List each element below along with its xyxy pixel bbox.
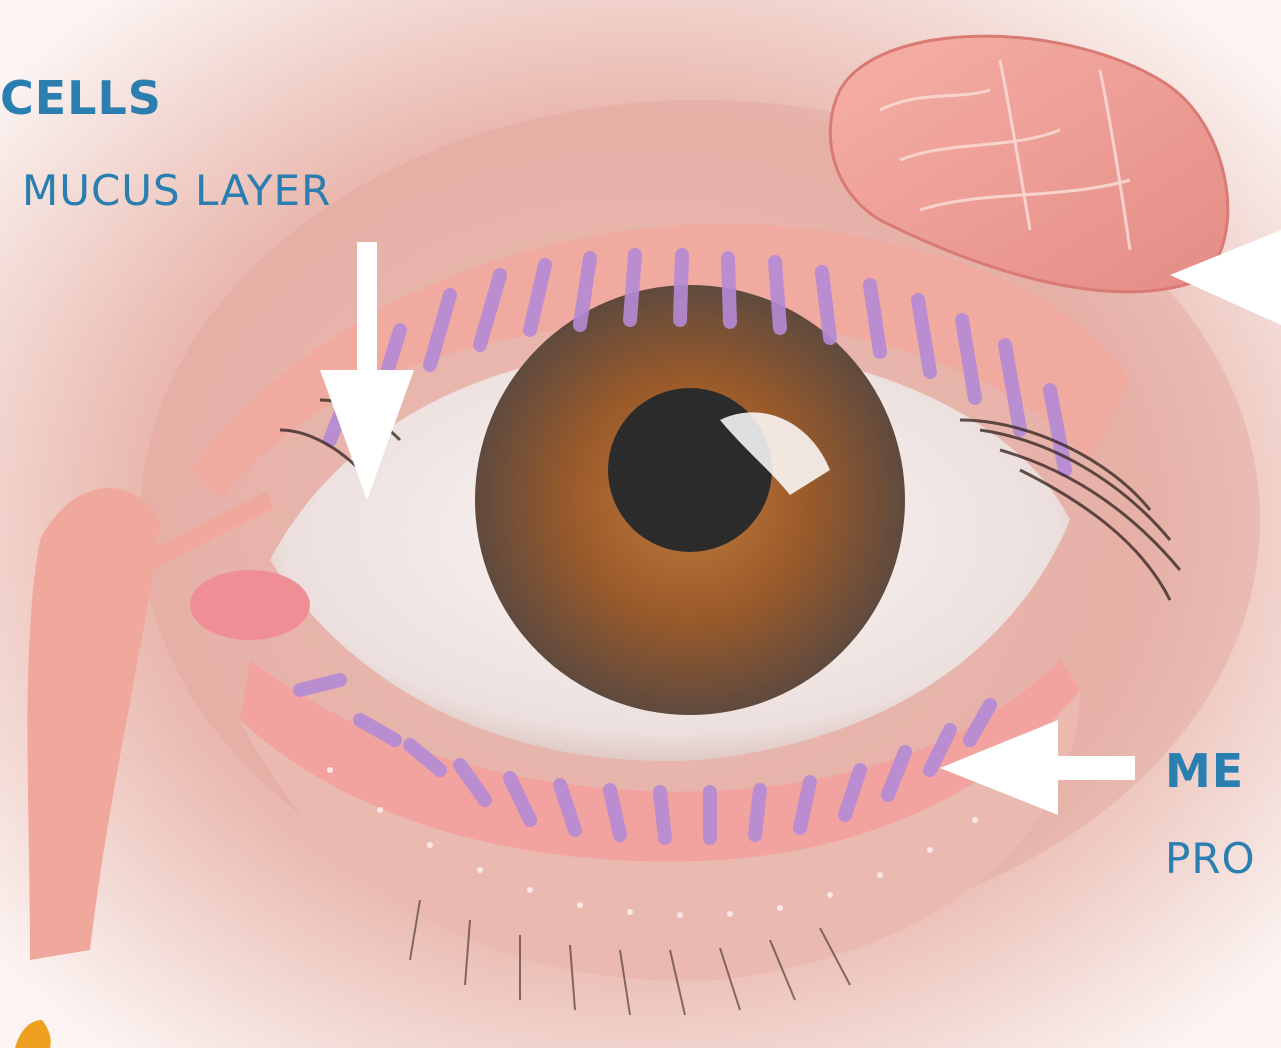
goblet-cells-title: CELLS bbox=[0, 75, 162, 121]
meibomian-glands-title: ME bbox=[1165, 748, 1244, 794]
caruncle bbox=[190, 570, 310, 640]
meibomian-subtitle: PRO bbox=[1165, 838, 1256, 880]
mucus-layer-label: MUCUS LAYER bbox=[22, 170, 331, 212]
